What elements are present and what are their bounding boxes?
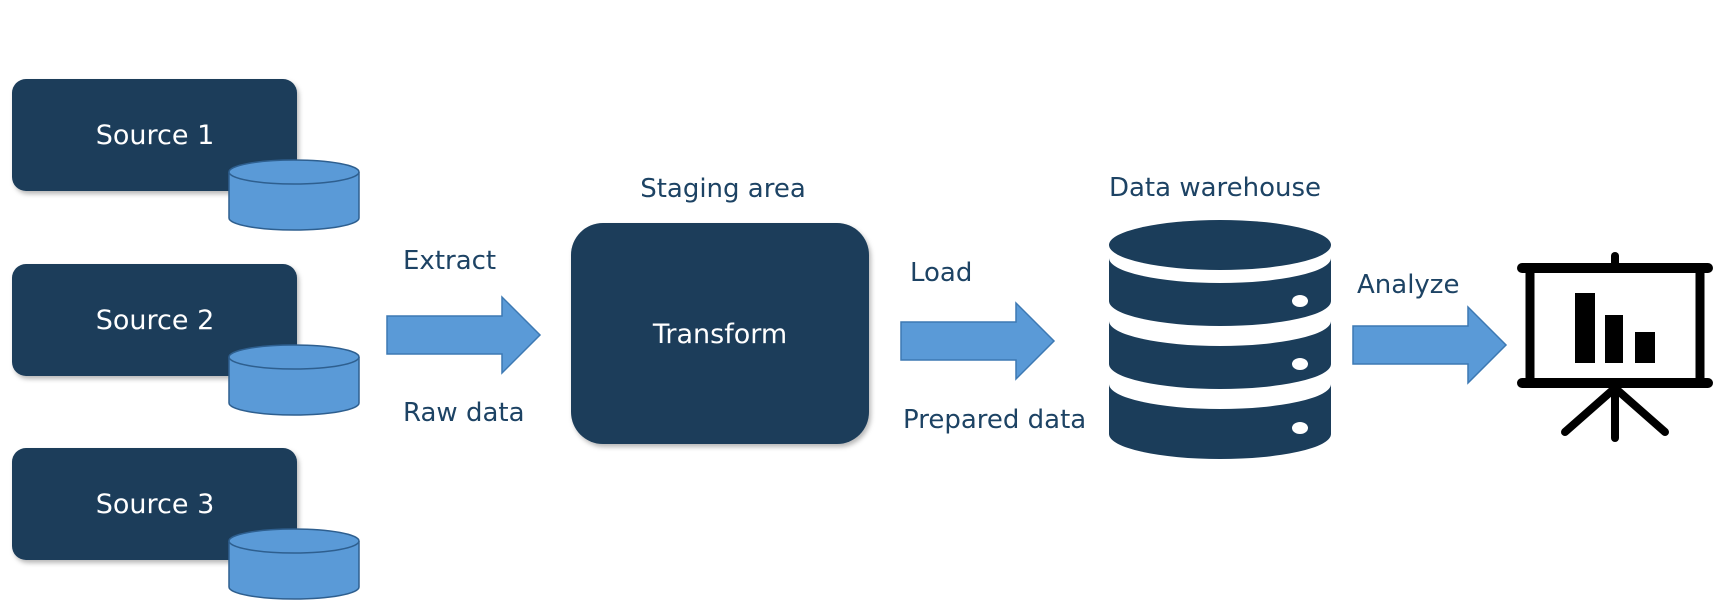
raw-data-label: Raw data bbox=[403, 398, 525, 428]
source-box bbox=[12, 79, 297, 191]
load-label: Load bbox=[910, 258, 972, 288]
source-2: Source 2 bbox=[12, 264, 360, 416]
prepared-data-label: Prepared data bbox=[903, 405, 1086, 435]
data-warehouse-title: Data warehouse bbox=[1109, 173, 1321, 203]
database-stack-icon bbox=[1109, 220, 1331, 459]
source-3: Source 3 bbox=[12, 448, 360, 600]
transform-label: Transform bbox=[652, 319, 787, 350]
extract-arrow-icon bbox=[386, 295, 542, 375]
database-cylinder-icon bbox=[228, 344, 360, 416]
source-label: Source 3 bbox=[96, 489, 215, 520]
source-box bbox=[12, 264, 297, 376]
analyze-arrow-icon bbox=[1352, 305, 1508, 385]
staging-area-title: Staging area bbox=[640, 174, 806, 204]
transform-box bbox=[571, 223, 869, 444]
extract-label: Extract bbox=[403, 246, 496, 276]
source-label: Source 1 bbox=[96, 120, 215, 151]
presentation-board-chart-icon bbox=[1517, 252, 1713, 442]
analyze-label: Analyze bbox=[1357, 270, 1459, 300]
source-1: Source 1 bbox=[12, 79, 360, 231]
source-label: Source 2 bbox=[96, 305, 215, 336]
load-arrow-icon bbox=[900, 301, 1056, 381]
database-cylinder-icon bbox=[228, 159, 360, 231]
database-cylinder-icon bbox=[228, 528, 360, 600]
source-box bbox=[12, 448, 297, 560]
